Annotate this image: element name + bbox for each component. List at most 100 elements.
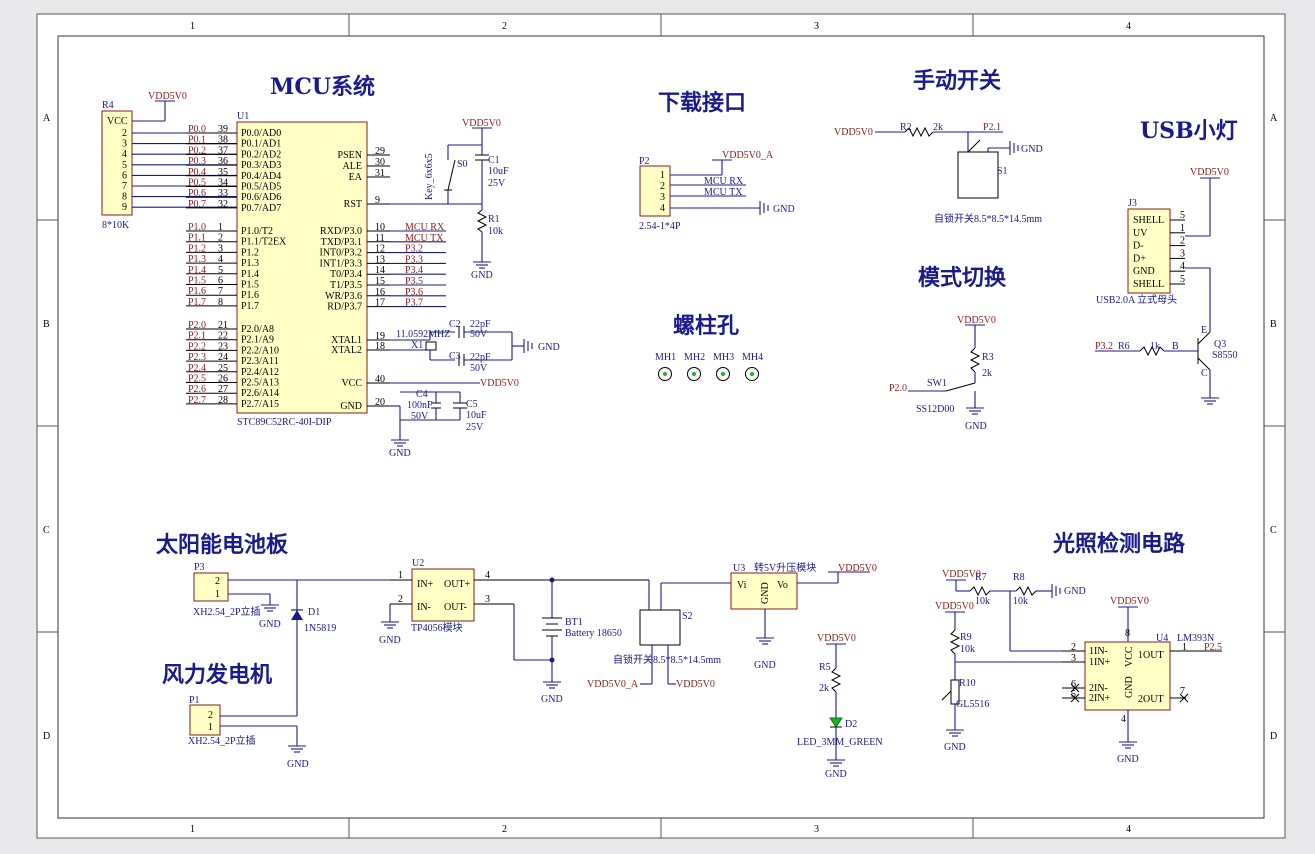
led-circuit: VDD5V0 R5 2k D2 LED_3MM_GREEN GND [797, 633, 883, 780]
u1-pin-number: 1 [218, 222, 223, 233]
u1-pin-name: P1.7 [241, 301, 259, 312]
j3-pin-number: 4 [1180, 261, 1185, 272]
u1-net-label: P1.3 [188, 254, 206, 265]
crystal-circuit: 11.0592MHZ X1 GND C2 22pF 50V C3 22pF 50… [390, 319, 560, 374]
u1-pin-name: WR/P3.6 [325, 291, 362, 302]
u1-pin-number: 21 [218, 320, 228, 331]
r10-ref: R10 [959, 678, 976, 689]
d1-part: 1N5819 [304, 623, 336, 634]
u1-pin-number: 18 [375, 341, 385, 352]
u2-ref: U2 [412, 558, 424, 569]
mounting-hole-center [721, 372, 725, 376]
sw1-part: SS12D00 [916, 404, 954, 415]
u1-pin-name: P2.2/A10 [241, 345, 279, 356]
j3-pin-name: SHELL [1133, 215, 1164, 226]
no-connect-mark [1070, 683, 1080, 693]
u3-label: 转5V升压模块 [754, 561, 816, 574]
zone-row-left-D: D [43, 731, 50, 742]
u1-pin-number: 12 [375, 244, 385, 255]
u1-net-label: P1.6 [188, 286, 206, 297]
r9-ref: R9 [960, 632, 972, 643]
c1-voltage: 25V [488, 178, 506, 189]
p1-pin2: 2 [208, 710, 213, 721]
u2-part: TP4056模块 [411, 622, 463, 634]
u1-pin-name: P1.6 [241, 290, 259, 301]
u1-net-label: MCU RX [405, 222, 445, 233]
u1-net-label: MCU TX [405, 233, 444, 244]
u3-gnd-label: GND [754, 660, 776, 671]
c5-value: 10uF [466, 410, 487, 421]
u1-net-label: P3.7 [405, 298, 423, 309]
u1-net-label: P2.7 [188, 395, 206, 406]
u1-net-label: P0.0 [188, 124, 206, 135]
u1-pin-name: P0.0/AD0 [241, 128, 281, 139]
r4-pin-number: 9 [122, 202, 127, 213]
u1-pin-number: 19 [375, 331, 385, 342]
j3-pin-number: 2 [1180, 236, 1185, 247]
c1-value: 10uF [488, 166, 509, 177]
u4-gnd: GND [1124, 676, 1135, 698]
u1-pin-name: P2.7/A15 [241, 399, 279, 410]
u1-net-label: P3.6 [405, 287, 423, 298]
u1-net-label: P0.5 [188, 178, 206, 189]
title-screw-holes: 螺柱孔 [673, 313, 739, 339]
led-vdd-label: VDD5V0 [817, 633, 856, 644]
p2-ref: P2 [639, 156, 650, 167]
title-mcu: MCU系统 [270, 74, 375, 100]
r4-pin-number: 7 [122, 181, 127, 192]
u1-pin-number: 27 [218, 384, 228, 395]
u1-net-label: P1.4 [188, 265, 206, 276]
c3-voltage: 50V [470, 363, 488, 374]
u4-pin-name: 2IN- [1089, 683, 1108, 694]
u1-pin-name: P0.2/AD2 [241, 149, 281, 160]
u1-pin-number: 24 [218, 352, 228, 363]
p2-part: 2.54-1*4P [639, 221, 681, 232]
p1-body [189, 704, 221, 736]
s0-key-label: Key_6x6x5 [424, 153, 435, 200]
title-wind: 风力发电机 [162, 662, 272, 688]
u2-pin3: 3 [485, 594, 490, 605]
s1-part: 自锁开关8.5*8.5*14.5mm [934, 212, 1042, 225]
mode-net-label: P2.0 [889, 383, 907, 394]
u1-pin-number: 8 [218, 297, 223, 308]
u1-pin-name: INT0/P3.2 [320, 248, 363, 259]
q3-collector-label: C [1201, 368, 1208, 379]
q3-emitter-label: E [1201, 325, 1207, 336]
u1-pin-number: 17 [375, 298, 385, 309]
u1-vdd-label: VDD5V0 [480, 378, 519, 389]
u1-net-label: P0.2 [188, 145, 206, 156]
u1-pin-name: P1.5 [241, 280, 259, 291]
u1-net-label: P3.2 [405, 244, 423, 255]
d2-ref: D2 [845, 719, 857, 730]
u4-2out: 2OUT [1138, 694, 1164, 705]
u1-net-label: P2.0 [188, 320, 206, 331]
p3-pin2: 2 [215, 576, 220, 587]
s1-ref: S1 [997, 166, 1008, 177]
u1-pin-name: ALE [343, 161, 362, 172]
u1-pin-name: P0.6/AD6 [241, 192, 281, 203]
u2-gnd-label: GND [379, 635, 401, 646]
u1-pin-number: 15 [375, 276, 385, 287]
u1-pin-name: T0/P3.4 [330, 269, 362, 280]
u1-pin-number: 14 [375, 265, 385, 276]
r7-ref: R7 [975, 572, 987, 583]
zone-row-left-C: C [43, 525, 50, 536]
u1-pin-number: 11 [375, 233, 385, 244]
zone-row-right-C: C [1270, 525, 1277, 536]
r4-pin-number: 6 [122, 170, 127, 181]
mode-gnd-label: GND [965, 421, 987, 432]
r1-gnd-label: GND [471, 270, 493, 281]
manual-switch-circuit: VDD5V0 R2 2k P2.1 GND S1 自锁开关8.5*8.5*14.… [834, 122, 1043, 225]
u1-net-label: P2.3 [188, 352, 206, 363]
r8-ref: R8 [1013, 572, 1025, 583]
r4-pin-number: 8 [122, 192, 127, 203]
title-download: 下载接口 [658, 90, 746, 116]
mode-vdd-label: VDD5V0 [957, 315, 996, 326]
usb-vdd-label: VDD5V0 [1190, 167, 1229, 178]
u1-pin-name: XTAL1 [331, 335, 362, 346]
title-mode-switch: 模式切换 [918, 265, 1007, 291]
u1-net-label: P0.7 [188, 199, 206, 210]
u4-part: LM393N [1177, 633, 1214, 644]
u1-pin-number: 36 [218, 156, 228, 167]
